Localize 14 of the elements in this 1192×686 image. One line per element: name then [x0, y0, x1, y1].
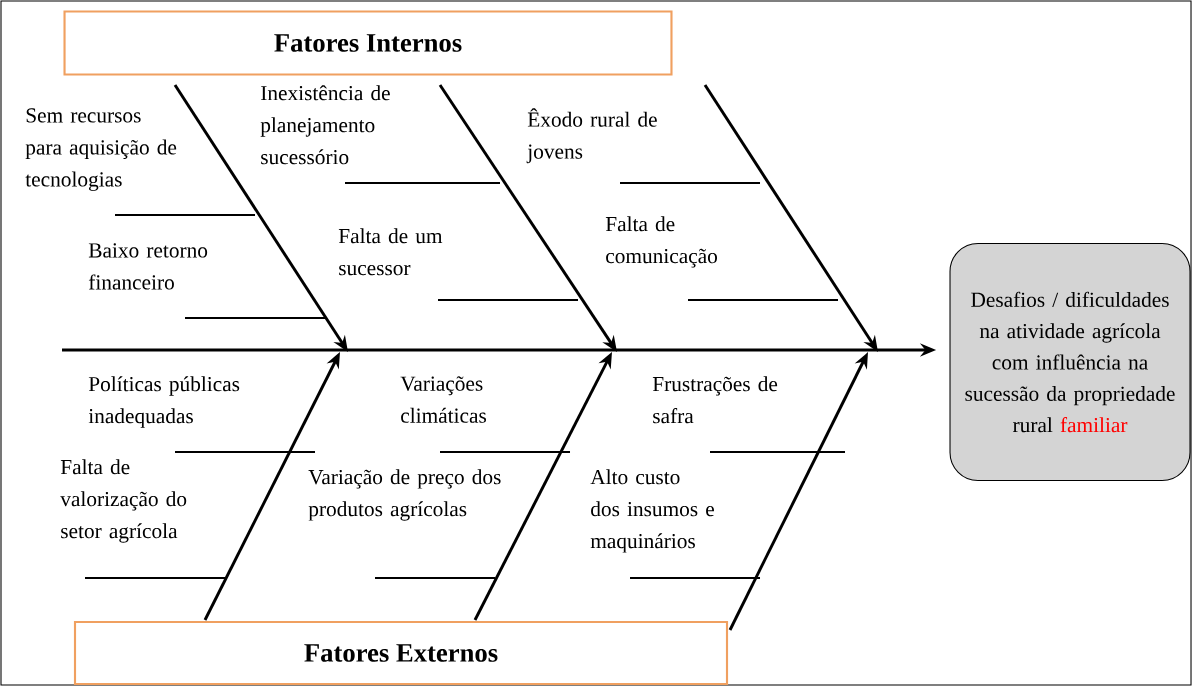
cause-label: Falta de um sucessor	[338, 228, 443, 276]
cause-label: Falta de comunicação	[605, 216, 717, 268]
category-box: Fatores Internos	[63, 10, 673, 76]
category-box: Fatores Externos	[73, 620, 729, 686]
cause-label: Êxodo rural de jovens	[526, 108, 657, 164]
cause-label: Políticas públicas inadequadas	[88, 376, 240, 428]
cause-label: Alto custo dos insumos e maquinários	[590, 469, 714, 553]
cause-label: Baixo retorno financeiro	[88, 243, 208, 290]
effect-box: Desafios / dificuldades na atividade agrícola com influência na sucessão da propriedade rural familiar	[949, 242, 1191, 482]
cause-label: Frustrações de safra	[652, 376, 778, 424]
cause-label: Variações climáticas	[400, 376, 486, 423]
cause-label: Sem recursos para aquisição de tecnologias	[25, 108, 177, 191]
cause-label: Variação de preço dos produtos agrícolas	[308, 469, 501, 521]
cause-label: Falta de valorização do setor agrícola	[60, 459, 187, 543]
